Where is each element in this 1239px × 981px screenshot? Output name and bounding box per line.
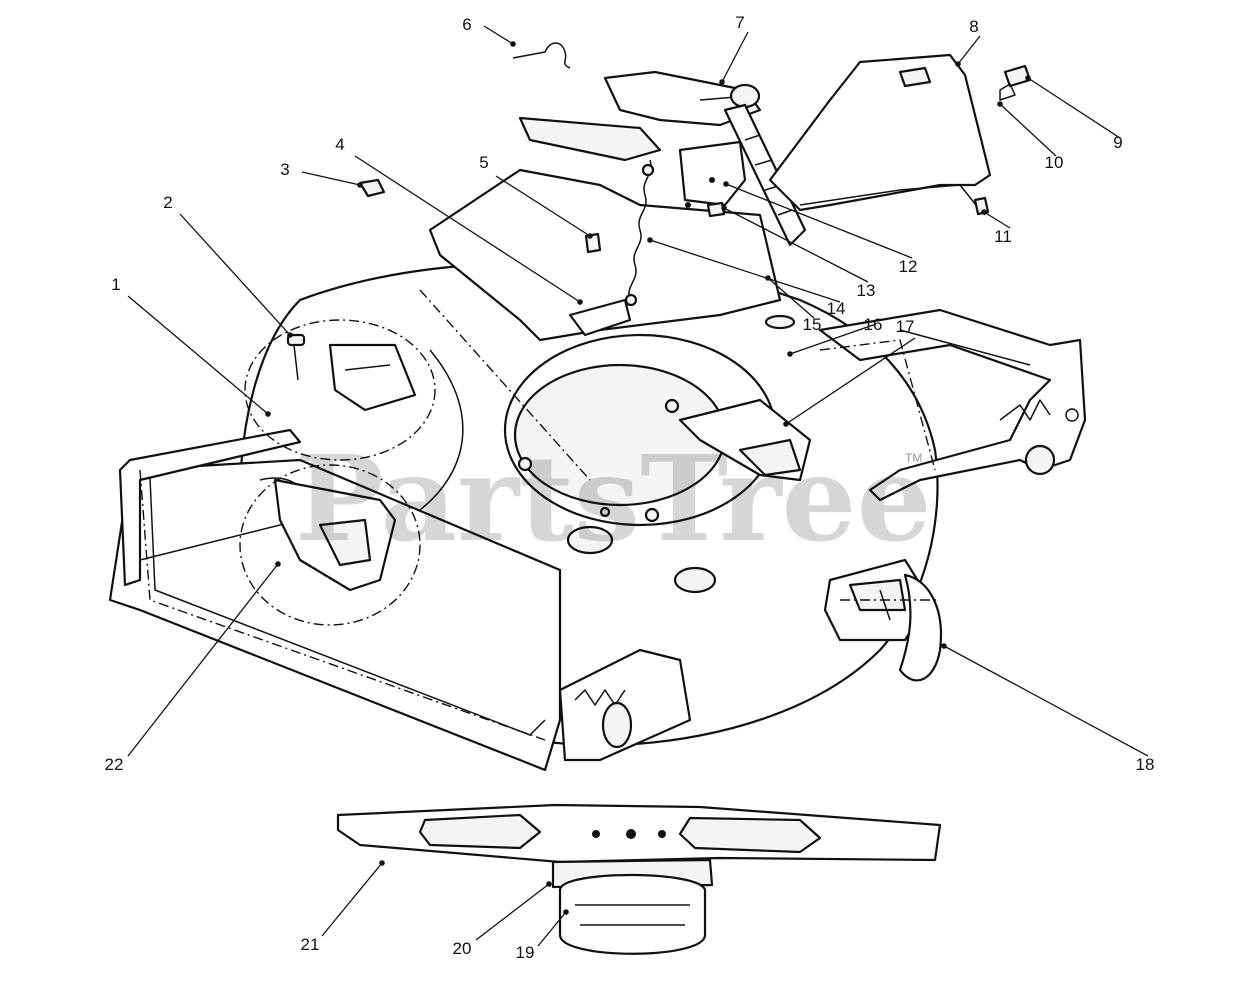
callout-17: 17 [783, 317, 916, 427]
callout-21: 21 [301, 860, 385, 954]
callout-14: 14 [647, 237, 845, 318]
callout-label-6: 6 [462, 15, 471, 34]
leader-dot-15 [765, 275, 771, 281]
callout-label-15: 15 [803, 315, 822, 334]
leader-line-11 [983, 211, 1011, 229]
mower-deck-housing [108, 260, 1087, 772]
callout-15: 15 [765, 275, 821, 334]
leader-line-1 [127, 295, 269, 415]
callout-2: 2 [163, 193, 293, 338]
callout-label-1: 1 [111, 275, 120, 294]
leader-line-8 [957, 35, 981, 65]
leader-dot-21 [379, 860, 385, 866]
callout-10: 10 [997, 101, 1063, 172]
leader-dot-8 [955, 61, 961, 67]
leader-line-18 [943, 645, 1149, 757]
leader-dot-2 [287, 332, 293, 338]
callout-label-17: 17 [896, 317, 915, 336]
leader-line-12 [725, 183, 913, 259]
callout-label-20: 20 [453, 939, 472, 958]
callout-7: 7 [719, 13, 749, 85]
callout-label-9: 9 [1113, 133, 1122, 152]
leader-line-6 [483, 25, 514, 45]
leader-line-21 [321, 862, 383, 937]
leader-dot-18 [941, 643, 947, 649]
leader-line-15 [767, 277, 815, 319]
leader-dot-20 [546, 881, 552, 887]
leader-line-7 [721, 31, 749, 83]
leader-line-2 [179, 213, 291, 336]
callout-label-18: 18 [1136, 755, 1155, 774]
leader-line-10 [999, 103, 1057, 157]
callout-18: 18 [941, 643, 1154, 774]
callout-1: 1 [111, 275, 271, 417]
callout-22: 22 [105, 561, 281, 774]
blade-assembly [336, 803, 942, 955]
leader-line-3 [301, 171, 361, 186]
callout-3: 3 [280, 160, 363, 188]
leader-dot-5 [587, 233, 593, 239]
leader-dot-11 [981, 209, 987, 215]
callout-label-3: 3 [280, 160, 289, 179]
leader-line-14 [649, 239, 841, 303]
leader-dot-13 [721, 205, 727, 211]
leader-dot-7 [719, 79, 725, 85]
leader-dot-9 [1025, 75, 1031, 81]
discharge-chute-assembly [428, 70, 807, 342]
callout-20: 20 [453, 881, 552, 958]
callout-label-5: 5 [479, 153, 488, 172]
watermark-text: PartsTree [295, 429, 932, 568]
grass-bag-chute [768, 53, 1032, 216]
leader-line-17 [785, 337, 916, 425]
leader-line-4 [354, 155, 581, 303]
leader-dot-6 [510, 41, 516, 47]
leader-line-13 [723, 207, 869, 283]
leader-dot-1 [265, 411, 271, 417]
callout-label-8: 8 [969, 17, 978, 36]
callout-label-7: 7 [735, 13, 744, 32]
leader-line-5 [495, 175, 591, 237]
callout-12: 12 [723, 181, 917, 276]
callout-label-11: 11 [994, 227, 1012, 246]
leader-dot-3 [357, 182, 363, 188]
callout-19: 19 [516, 909, 569, 962]
callout-6: 6 [462, 15, 516, 47]
leader-dot-22 [275, 561, 281, 567]
callout-11: 11 [981, 209, 1012, 246]
callout-label-10: 10 [1045, 153, 1064, 172]
leader-line-9 [1027, 77, 1121, 139]
leader-dot-12 [723, 181, 729, 187]
callout-label-13: 13 [857, 281, 876, 300]
leader-line-16 [789, 323, 877, 355]
callout-9: 9 [1025, 75, 1123, 152]
leader-dot-17 [783, 421, 789, 427]
callout-5: 5 [479, 153, 593, 239]
leader-line-19 [537, 911, 567, 947]
leader-dot-10 [997, 101, 1003, 107]
callout-label-16: 16 [864, 315, 883, 334]
callout-label-22: 22 [105, 755, 124, 774]
leader-line-22 [127, 563, 279, 757]
leader-dot-19 [563, 909, 569, 915]
leader-dot-4 [577, 299, 583, 305]
callout-label-19: 19 [516, 943, 535, 962]
leader-dot-16 [787, 351, 793, 357]
callout-13: 13 [721, 205, 875, 300]
callout-16: 16 [787, 315, 882, 357]
callout-label-21: 21 [301, 935, 320, 954]
watermark-mark: TM [905, 451, 922, 465]
callout-label-14: 14 [827, 299, 846, 318]
callout-label-4: 4 [335, 135, 344, 154]
callout-4: 4 [335, 135, 583, 305]
leader-dot-14 [647, 237, 653, 243]
leader-line-20 [475, 883, 550, 941]
watermark: PartsTree TM [295, 429, 932, 568]
callout-label-2: 2 [163, 193, 172, 212]
callout-8: 8 [955, 17, 981, 67]
callout-label-12: 12 [899, 257, 918, 276]
